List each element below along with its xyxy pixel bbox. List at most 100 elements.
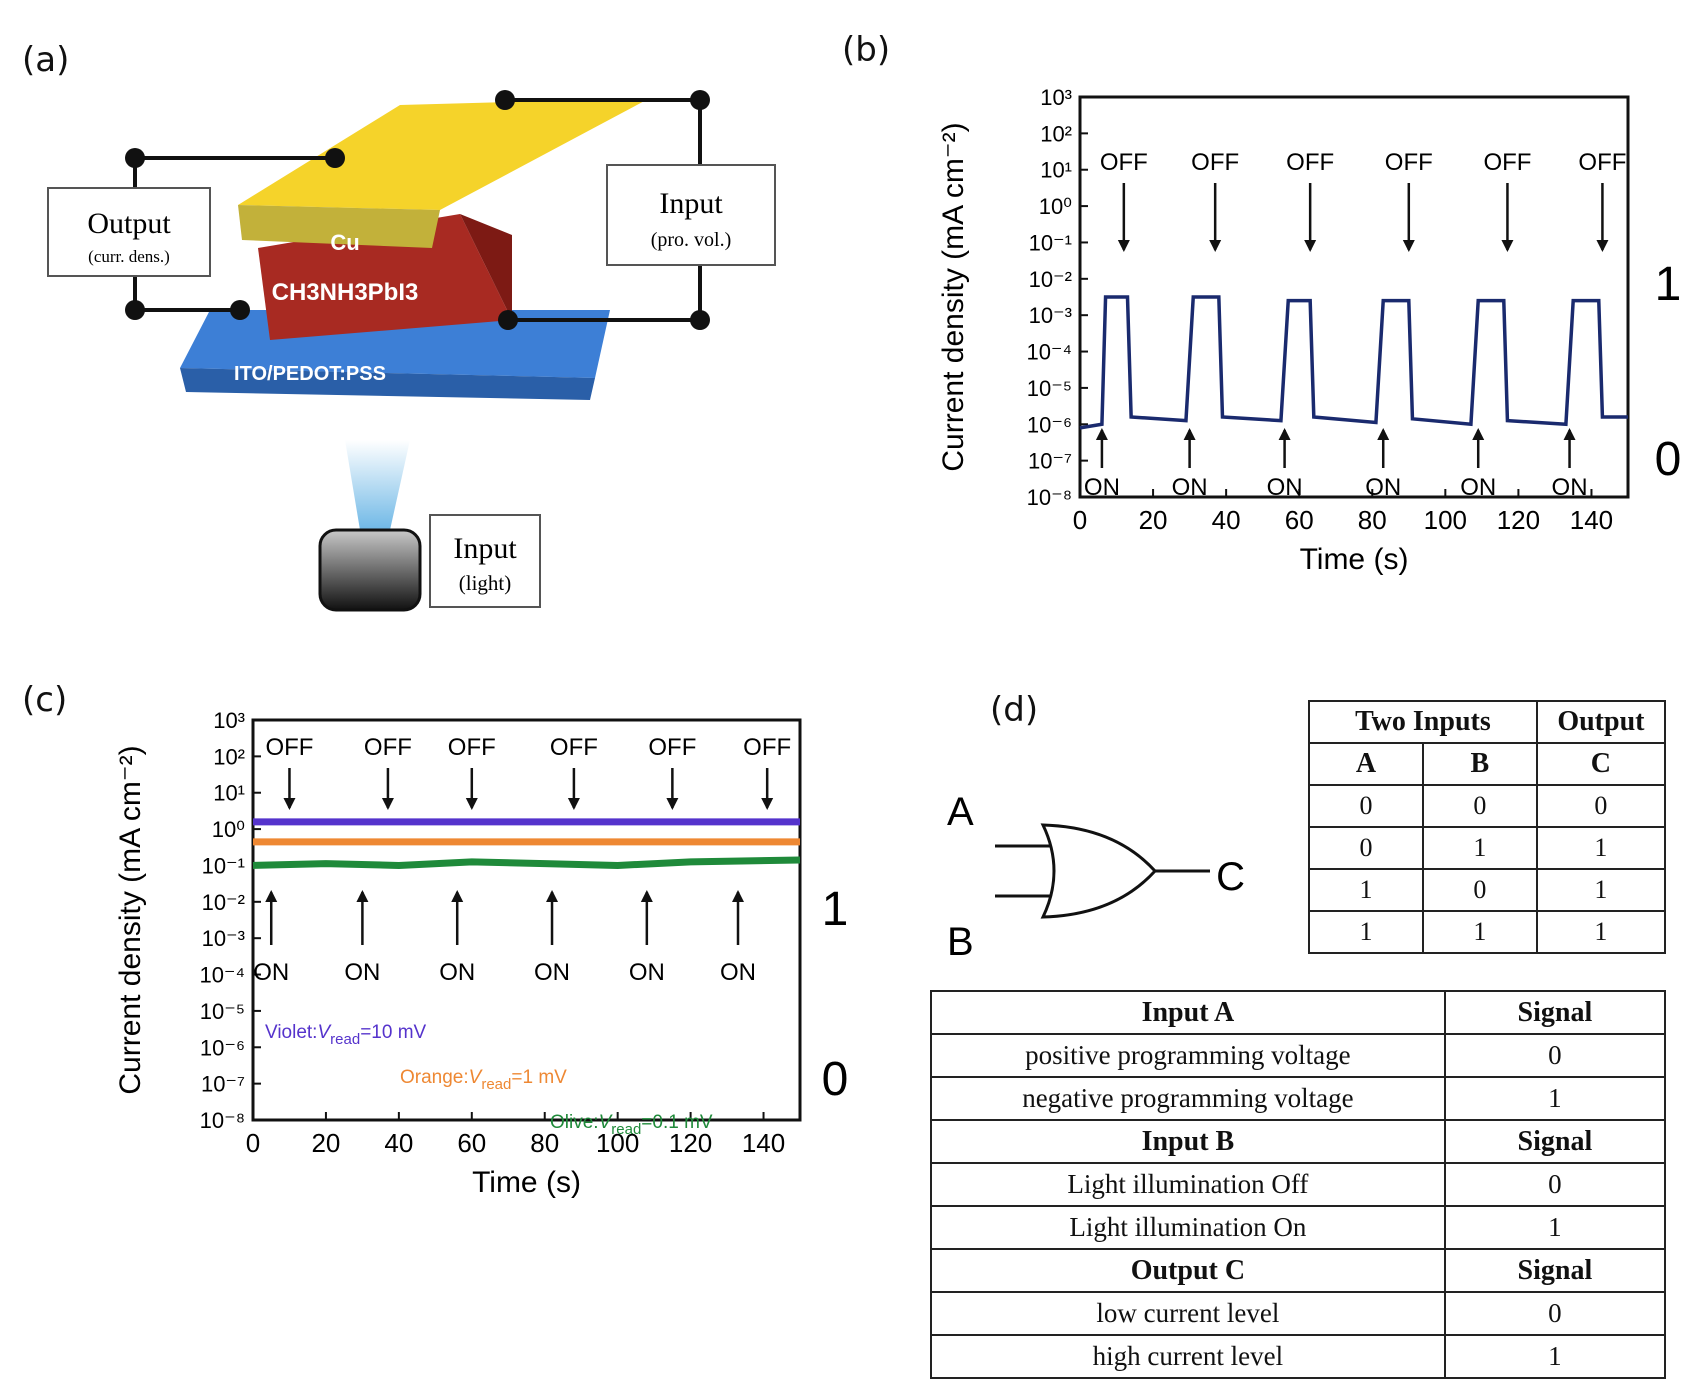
output-box — [47, 187, 211, 277]
on-label: ON — [344, 959, 380, 986]
y-tick-label: 10⁻¹ — [202, 853, 245, 878]
layer-label-ito: ITO/PEDOT:PSS — [234, 363, 386, 385]
signal-section-header: Input A Signal — [930, 990, 1667, 1035]
light-beam — [345, 440, 410, 530]
table-row: 0 0 0 — [1308, 784, 1667, 828]
input-voltage-label: Input — [659, 187, 723, 220]
plot-frame — [1078, 95, 1630, 499]
off-label: OFF — [743, 734, 791, 761]
on-label: ON — [1172, 474, 1208, 501]
table-row: Light illumination On 1 — [930, 1205, 1667, 1250]
layer-label-perovskite: CH3NH3PbI3 — [272, 279, 419, 306]
table-cell: 0 — [1308, 784, 1424, 828]
y-tick-label: 10⁻⁵ — [1027, 376, 1072, 401]
signal-header-output-c: Output C — [930, 1248, 1446, 1293]
table-cell: 0 — [1443, 1291, 1667, 1336]
gate-input-a-label: A — [947, 790, 974, 834]
series-annotation: Violet:Vread=10 mV — [265, 1022, 427, 1048]
truth-header-output: Output — [1535, 700, 1667, 744]
table-row: high current level 1 — [930, 1334, 1667, 1379]
signal-header-signal: Signal — [1443, 990, 1667, 1035]
y-axis-label: Current density (mA cm⁻²) — [114, 745, 147, 1094]
chart-b: 10⁻⁸10⁻⁷10⁻⁶10⁻⁵10⁻⁴10⁻³10⁻²10⁻¹10⁰10¹10… — [937, 85, 1682, 576]
table-cell: 1 — [1308, 910, 1424, 954]
x-tick-label: 0 — [1073, 505, 1087, 535]
table-cell: 0 — [1535, 784, 1667, 828]
table-cell: negative programming voltage — [930, 1076, 1446, 1121]
off-arrow-head — [1209, 240, 1222, 252]
series-annotation: Orange:Vread=1 mV — [400, 1067, 567, 1093]
x-tick-label: 100 — [1424, 505, 1467, 535]
x-tick-label: 80 — [1358, 505, 1387, 535]
input-light-label: Input — [453, 532, 517, 565]
x-tick-label: 140 — [1570, 505, 1613, 535]
off-label: OFF — [265, 734, 313, 761]
y-tick-label: 10³ — [213, 708, 245, 733]
off-label: OFF — [1578, 149, 1626, 176]
x-tick-label: 60 — [1285, 505, 1314, 535]
signal-header-input-b: Input B — [930, 1119, 1446, 1164]
table-cell: 1 — [1535, 826, 1667, 870]
table-row: 1 1 1 — [1308, 910, 1667, 954]
on-label: ON — [534, 959, 570, 986]
y-tick-label: 10⁻⁴ — [1026, 340, 1072, 365]
on-label: ON — [253, 959, 289, 986]
y-tick-label: 10⁻³ — [202, 926, 245, 951]
gate-output-c-label: C — [1216, 855, 1245, 899]
signal-header-signal: Signal — [1443, 1119, 1667, 1164]
on-label: ON — [629, 959, 665, 986]
table-row: negative programming voltage 1 — [930, 1076, 1667, 1121]
state-low-label: 0 — [822, 1053, 849, 1106]
y-tick-label: 10³ — [1040, 85, 1072, 110]
output-box-label: Output — [87, 207, 171, 240]
state-high-label: 1 — [1655, 258, 1682, 311]
signal-section-header: Output C Signal — [930, 1248, 1667, 1293]
y-tick-label: 10⁰ — [212, 817, 245, 842]
on-label: ON — [1552, 474, 1588, 501]
signal-table: Input A Signal positive programming volt… — [930, 990, 1667, 1379]
perovskite-layer — [258, 214, 512, 340]
table-cell: 1 — [1535, 868, 1667, 912]
y-tick-label: 10⁻⁷ — [1028, 449, 1072, 474]
panel-label-b: (b) — [842, 30, 891, 70]
panel-label-d: (d) — [990, 690, 1039, 730]
x-tick-label: 100 — [596, 1128, 639, 1158]
y-tick-label: 10⁻¹ — [1029, 230, 1072, 255]
x-tick-label: 40 — [1212, 505, 1241, 535]
off-arrow-head — [1402, 240, 1415, 252]
on-arrow-head — [1472, 428, 1485, 440]
off-arrow-head — [1304, 240, 1317, 252]
on-label: ON — [1365, 474, 1401, 501]
layer-label-cu: Cu — [330, 230, 359, 255]
off-label: OFF — [1385, 149, 1433, 176]
signal-section-header: Input B Signal — [930, 1119, 1667, 1164]
off-label: OFF — [364, 734, 412, 761]
y-tick-label: 10⁻² — [1029, 267, 1072, 292]
x-tick-label: 40 — [384, 1128, 413, 1158]
y-axis-label: Current density (mA cm⁻²) — [937, 122, 970, 471]
x-tick-label: 0 — [246, 1128, 260, 1158]
y-tick-label: 10⁻⁶ — [1027, 412, 1072, 437]
on-arrow-head — [1278, 428, 1291, 440]
table-cell: low current level — [930, 1291, 1446, 1336]
y-tick-label: 10¹ — [1040, 158, 1072, 183]
y-tick-label: 10⁻⁴ — [199, 963, 245, 988]
input-voltage-box — [606, 164, 776, 266]
table-cell: Light illumination On — [930, 1205, 1446, 1250]
x-axis-label: Time (s) — [1300, 543, 1409, 576]
output-box-sub: (curr. dens.) — [88, 247, 170, 266]
table-cell: 1 — [1421, 826, 1538, 870]
on-arrow-head — [1095, 428, 1108, 440]
table-cell: 0 — [1421, 868, 1538, 912]
table-row: low current level 0 — [930, 1291, 1667, 1336]
chart-c: 10⁻⁸10⁻⁷10⁻⁶10⁻⁵10⁻⁴10⁻³10⁻²10⁻¹10⁰10¹10… — [114, 708, 849, 1199]
table-row: positive programming voltage 0 — [930, 1033, 1667, 1078]
off-arrow-head — [666, 798, 679, 810]
state-low-label: 0 — [1655, 433, 1682, 486]
off-label: OFF — [1191, 149, 1239, 176]
off-label: OFF — [1483, 149, 1531, 176]
table-cell: 0 — [1443, 1162, 1667, 1207]
on-arrow-head — [356, 890, 369, 902]
off-arrow-head — [1596, 240, 1609, 252]
off-arrow-head — [1501, 240, 1514, 252]
